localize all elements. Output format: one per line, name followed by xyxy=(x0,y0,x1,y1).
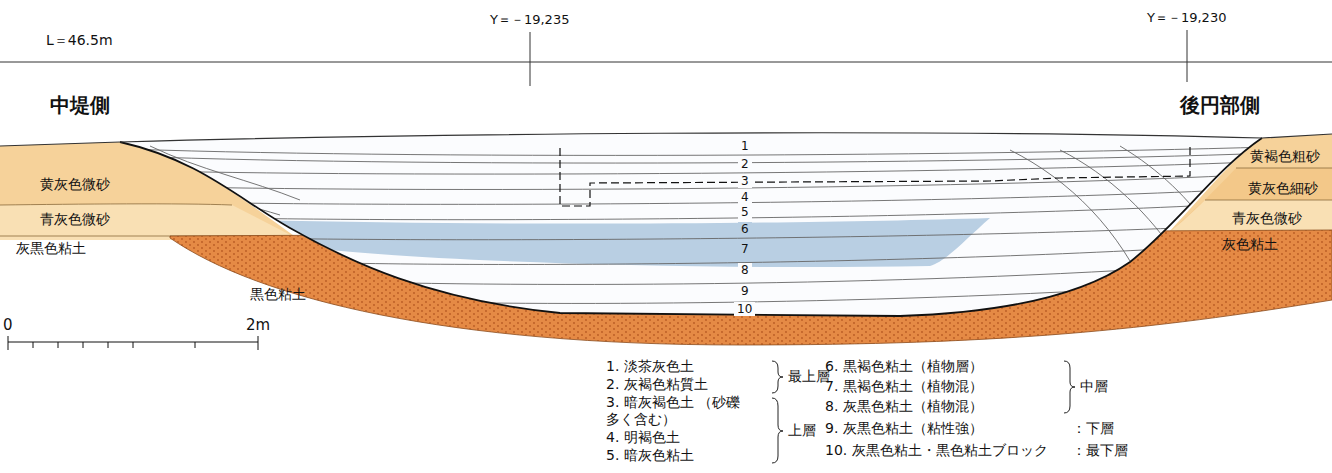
legend-entry: 6. 黒褐色粘土（植物層） xyxy=(825,358,983,375)
layer-number: 8 xyxy=(738,263,752,277)
layer-group: 上層 xyxy=(788,422,816,439)
layer-lines xyxy=(100,146,1300,303)
layer-number: 4 xyxy=(738,190,752,204)
grid-coordinate: Y＝－19,235 xyxy=(490,12,569,28)
side-name: 中堤側 xyxy=(50,93,110,117)
legend-entry: 1. 淡茶灰色土 xyxy=(606,358,694,375)
scale-bar xyxy=(8,336,258,350)
legend-entry: 7. 黒褐色粘土（植物混） xyxy=(825,378,983,395)
scale-value: 0 xyxy=(3,316,13,334)
stratum-name: 黒色粘土 xyxy=(250,286,306,303)
moat-outline xyxy=(120,138,1262,316)
legend-entry: 9. 灰黒色粘土（粘性強） xyxy=(825,420,983,437)
stratum-name: 灰黒色粘土 xyxy=(16,240,86,257)
layer-number: 3 xyxy=(738,174,752,188)
stratum-name: 青灰色微砂 xyxy=(1232,210,1302,227)
stratum-name: 青灰色微砂 xyxy=(40,211,110,228)
stratum-name: 黄褐色粗砂 xyxy=(1250,148,1320,165)
legend-entry: 4. 明褐色土 xyxy=(606,429,680,446)
grid-tick xyxy=(530,32,531,86)
layer-group: ：下層 xyxy=(1072,420,1114,437)
bracket xyxy=(772,361,1075,463)
legend-entry: 10. 灰黒色粘土・黒色粘土ブロック xyxy=(825,442,1048,459)
stratum-name: 黄灰色微砂 xyxy=(40,176,110,193)
legend-entry: 8. 灰黒色粘土（植物混） xyxy=(825,398,983,415)
side-name: 後円部側 xyxy=(1180,93,1260,117)
layer-number: 7 xyxy=(738,242,752,256)
sand-stratum xyxy=(0,204,300,240)
datum-level: L＝46.5m xyxy=(46,32,113,49)
layer-number: 9 xyxy=(738,284,752,298)
legend-entry: 3. 暗灰褐色土 （砂礫多く含む） xyxy=(606,394,746,428)
layer-number: 5 xyxy=(738,205,752,219)
legend-entry: 5. 暗灰色粘土 xyxy=(606,447,694,464)
layer-number: 1 xyxy=(738,139,752,153)
layer-group: 中層 xyxy=(1080,378,1108,395)
dashed-outline xyxy=(560,146,1190,206)
scale-value: 2m xyxy=(246,316,270,334)
grid-coordinate: Y＝－19,230 xyxy=(1147,10,1226,26)
stratum-name: 黄灰色細砂 xyxy=(1248,180,1318,197)
layer-number: 6 xyxy=(738,222,752,236)
stratum-name: 灰色粘土 xyxy=(1222,236,1278,253)
grid-tick xyxy=(1187,30,1188,82)
layer-number: 2 xyxy=(738,157,752,171)
layer-group: 最上層 xyxy=(788,368,830,385)
layer-group: ：最下層 xyxy=(1072,442,1128,459)
legend-entry: 2. 灰褐色粘質土 xyxy=(606,376,708,393)
layer-number: 10 xyxy=(734,302,755,316)
datum-line xyxy=(0,62,1332,63)
